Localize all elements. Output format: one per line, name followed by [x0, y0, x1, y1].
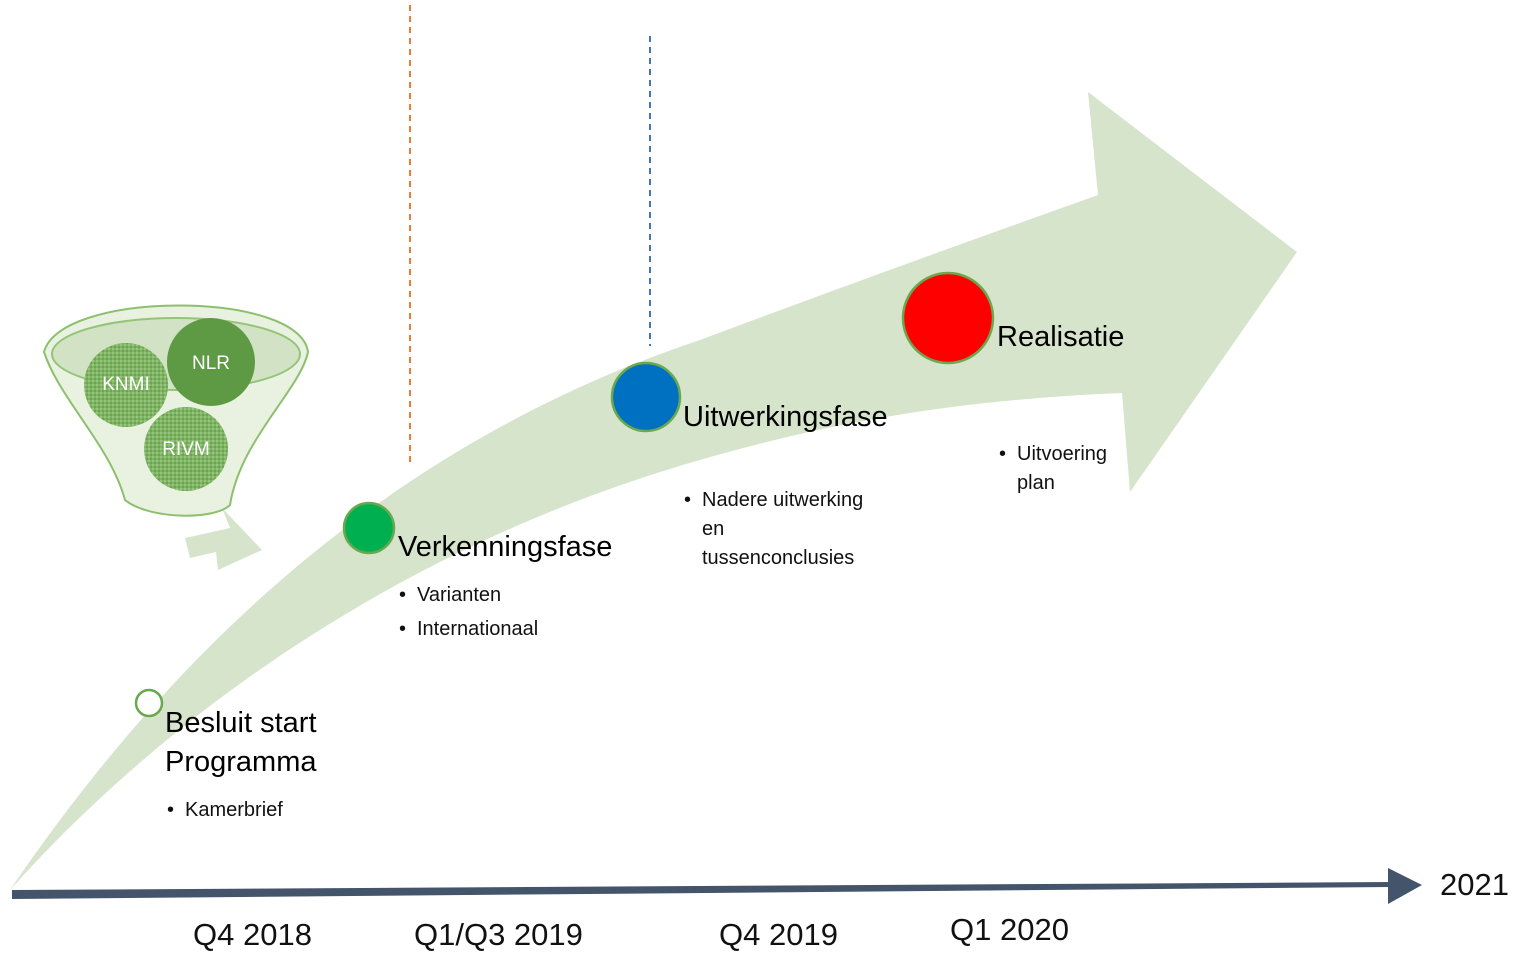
milestone-start-bullets: Kamerbrief [167, 796, 283, 825]
bullet-item: Internationaal [399, 615, 538, 644]
milestone-realisatie-marker [901, 271, 995, 365]
funnel-output-arrow [185, 508, 262, 570]
bullet-item: Nadere uitwerking [684, 486, 863, 515]
milestone-start-marker [134, 688, 164, 718]
milestone-uitwerking-bullets: Nadere uitwerking [684, 486, 863, 515]
bullet-item: Uitvoering [999, 440, 1107, 469]
milestone-verkenning-title: Verkenningsfase [398, 531, 613, 563]
funnel-icon [42, 304, 310, 517]
bullet-item: Varianten [399, 581, 538, 610]
milestone-realisatie-bullets: Uitvoering [999, 440, 1107, 469]
quarter-label: Q1 2020 [950, 912, 1069, 947]
milestone-uitwerking-bullet-cont2: tussenconclusies [702, 547, 855, 569]
quarter-label: Q4 2019 [719, 917, 838, 952]
milestone-uitwerking-bullet-cont1: en [702, 518, 725, 540]
quarter-label: Q1/Q3 2019 [414, 917, 583, 952]
org-label-rivm: RIVM [162, 439, 210, 460]
milestone-uitwerking-marker [610, 361, 682, 433]
milestone-realisatie-bullet-cont: plan [1017, 472, 1055, 494]
timeline-axis [12, 868, 1422, 904]
timeline-end-label: 2021 [1440, 867, 1509, 902]
bullet-item: Kamerbrief [167, 796, 283, 825]
milestone-start-title-line2: Programma [165, 746, 317, 778]
milestone-uitwerking-title: Uitwerkingsfase [683, 401, 888, 433]
org-label-knmi: KNMI [102, 374, 150, 395]
milestone-verkenning-marker [342, 501, 396, 555]
quarter-label: Q4 2018 [193, 917, 312, 952]
org-label-nlr: NLR [191, 353, 230, 374]
milestone-realisatie-title: Realisatie [997, 321, 1125, 353]
milestone-verkenning-bullets: Varianten Internationaal [399, 581, 538, 644]
milestone-start-title-line1: Besluit start [165, 707, 317, 739]
